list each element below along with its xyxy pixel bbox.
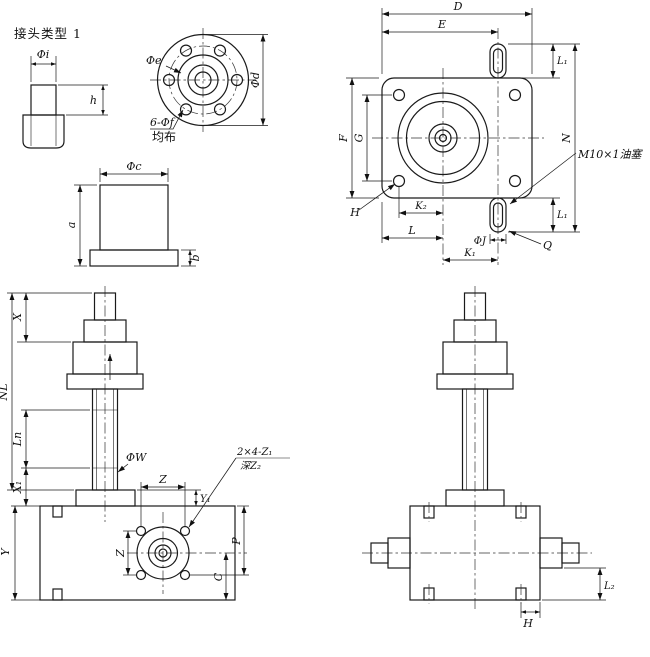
dim-F: F — [337, 134, 350, 143]
dim-L1-bottom: L₁ — [556, 210, 568, 221]
block-body — [99, 184, 169, 251]
connector-cylinder — [30, 84, 57, 116]
connector-part-view: Φi h — [22, 48, 108, 149]
dim-phi-i: Φi — [37, 48, 50, 61]
shaft-flange-face — [136, 526, 190, 580]
connector-base — [22, 114, 65, 149]
flange-plate-outline — [381, 77, 533, 199]
tapped-hole — [135, 569, 147, 581]
dim-K2: K₂ — [414, 201, 426, 212]
bolt-hole — [213, 44, 227, 57]
holes-even-label: 均布 — [152, 130, 176, 144]
dim-Q: Q — [543, 239, 552, 252]
bolt-hole — [230, 73, 244, 87]
dim-L: L — [407, 224, 415, 237]
dim-phi-c: Φc — [126, 160, 141, 173]
bolt-hole — [508, 174, 522, 188]
bolt-circle — [168, 45, 238, 115]
dim-L1-top: L₁ — [556, 56, 568, 67]
block-view: Φc a b — [65, 160, 202, 267]
dim-D: D — [453, 0, 463, 13]
flange-spigot-circle — [397, 92, 489, 184]
dim-Y1: Y₁ — [200, 494, 211, 505]
dim-phi-d: Φd — [249, 72, 262, 88]
dim-a: a — [65, 222, 78, 229]
holes-note-line2: 深Z₂ — [240, 460, 261, 472]
dim-h: h — [90, 94, 97, 107]
bolt-hole — [162, 73, 176, 87]
oil-plug-slot-bottom — [489, 197, 507, 233]
bolt-hole — [392, 174, 406, 188]
dim-G: G — [353, 133, 366, 142]
dim-N: N — [560, 133, 573, 144]
block-base — [89, 249, 179, 267]
flange-outer-circle — [156, 33, 250, 127]
dim-Z-horizontal: Z — [158, 473, 167, 486]
dim-H-bottom: H — [522, 617, 533, 630]
dim-X: X — [11, 312, 24, 322]
bolt-hole — [179, 44, 193, 57]
dim-b: b — [189, 254, 202, 261]
dim-P: P — [230, 537, 243, 546]
bolt-hole — [213, 103, 227, 116]
dim-NL: NL — [0, 384, 10, 402]
bolt-hole — [392, 88, 406, 102]
side-view: L₂ H — [362, 286, 615, 630]
tapped-hole — [135, 525, 147, 537]
oil-plug-slot-top — [489, 43, 507, 79]
dim-phi-J: ΦJ — [474, 236, 487, 247]
bolt-hole — [179, 103, 193, 116]
dim-phi-e: Φe — [146, 54, 162, 67]
dim-K1: K₁ — [463, 248, 475, 259]
dim-X1: X₁ — [11, 481, 24, 494]
oil-plug-label: M10×1油塞 — [577, 148, 643, 161]
tapped-hole — [179, 525, 191, 537]
holes-note-line1: 2×4-Z₁ — [236, 447, 272, 458]
dim-L2: L₂ — [603, 581, 615, 592]
dim-phi-W: ΦW — [126, 451, 148, 464]
dim-Ln: Ln — [11, 432, 24, 447]
dim-C: C — [212, 572, 225, 581]
holes-count-label: 6-Φf — [150, 116, 176, 129]
dim-Z-vertical: Z — [114, 549, 127, 558]
tapped-hole — [179, 569, 191, 581]
dim-H-flange: H — [349, 206, 360, 219]
front-view: X NL Ln X₁ Y ΦW Z Y₁ 2×4-Z₁ 深Z₂ Z P — [0, 286, 290, 601]
bolt-hole — [508, 88, 522, 102]
dim-Y: Y — [0, 547, 12, 556]
dim-E: E — [437, 18, 446, 31]
drawing-title: 接头类型 1 — [14, 26, 82, 41]
square-flange-view: D E L₁ N M10×1油塞 F G H K₂ L ΦJ K₁ Q — [337, 0, 643, 265]
flange-circle-view: Φe Φd 6-Φf 均布 — [146, 28, 268, 144]
